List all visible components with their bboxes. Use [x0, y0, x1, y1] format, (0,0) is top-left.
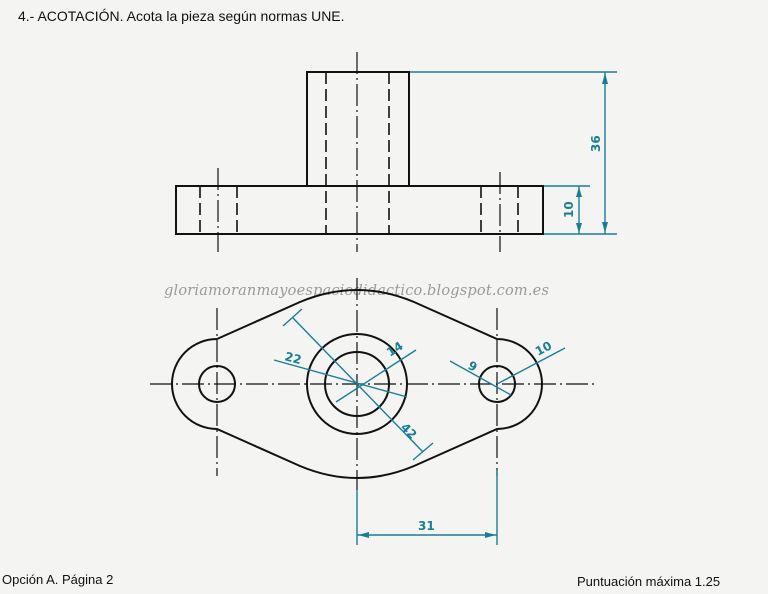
front-dimensions — [410, 71, 617, 235]
boss-outline — [306, 71, 410, 187]
dim-36: 36 — [589, 135, 603, 152]
front-view — [175, 52, 544, 252]
dim-31: 31 — [418, 519, 435, 533]
dim-10: 10 — [562, 201, 576, 218]
dim-14: 14 — [384, 339, 406, 360]
flange-outline — [171, 289, 543, 479]
dim-9: 9 — [466, 358, 480, 374]
dim-22: 22 — [283, 349, 303, 367]
top-view — [150, 278, 596, 490]
exercise-title: 4.- ACOTACIÓN. Acota la pieza según norm… — [18, 8, 345, 24]
page-label: Opción A. Página 2 — [2, 572, 114, 587]
dim-10-lobe: 10 — [533, 338, 554, 358]
base-outline — [175, 185, 544, 235]
dim-42: 42 — [398, 420, 420, 442]
score-label: Puntuación máxima 1.25 — [577, 574, 721, 589]
top-dimensions — [273, 308, 566, 545]
